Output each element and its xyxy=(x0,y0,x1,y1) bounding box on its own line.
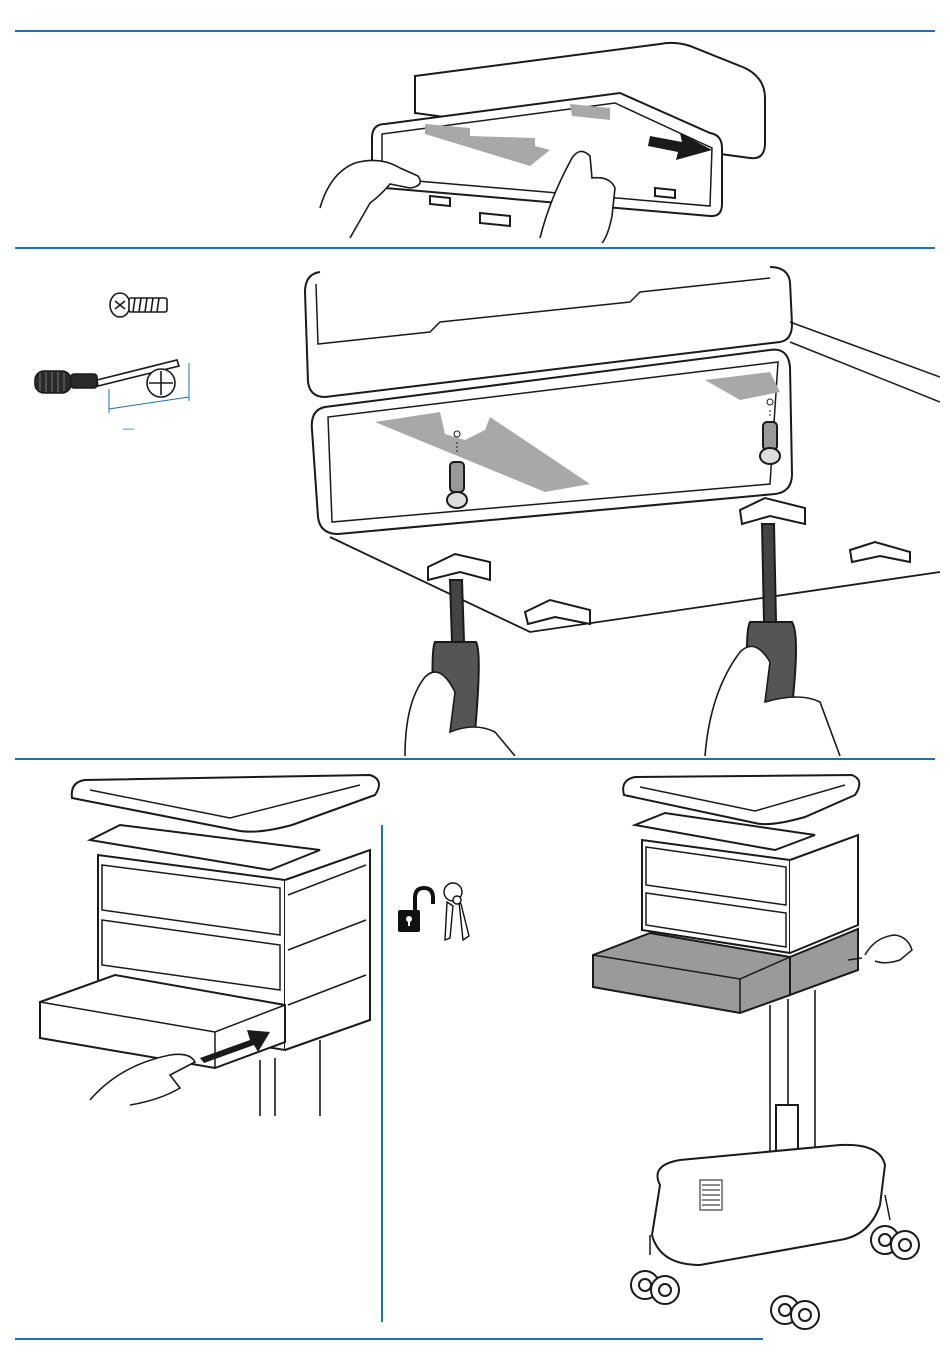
step-3-cart-illustration xyxy=(590,765,935,1330)
dimension-label: — xyxy=(123,423,134,435)
section-divider-bottom xyxy=(15,1338,763,1340)
phillips-screwdriver-icon xyxy=(35,360,189,413)
section-divider-2 xyxy=(15,758,935,760)
keys-icon xyxy=(444,883,469,940)
section-divider-top xyxy=(15,30,935,32)
step-1-illustration xyxy=(310,38,780,243)
step-2-tools: — xyxy=(25,285,205,445)
section-divider-1 xyxy=(15,247,935,249)
screw-icon xyxy=(110,293,167,317)
unlocked-padlock-icon xyxy=(398,888,433,932)
step-3-insert-illustration xyxy=(30,770,380,1120)
column-divider xyxy=(381,825,383,1322)
step-3-lock-icons xyxy=(395,880,485,950)
step-2-illustration xyxy=(300,262,940,756)
